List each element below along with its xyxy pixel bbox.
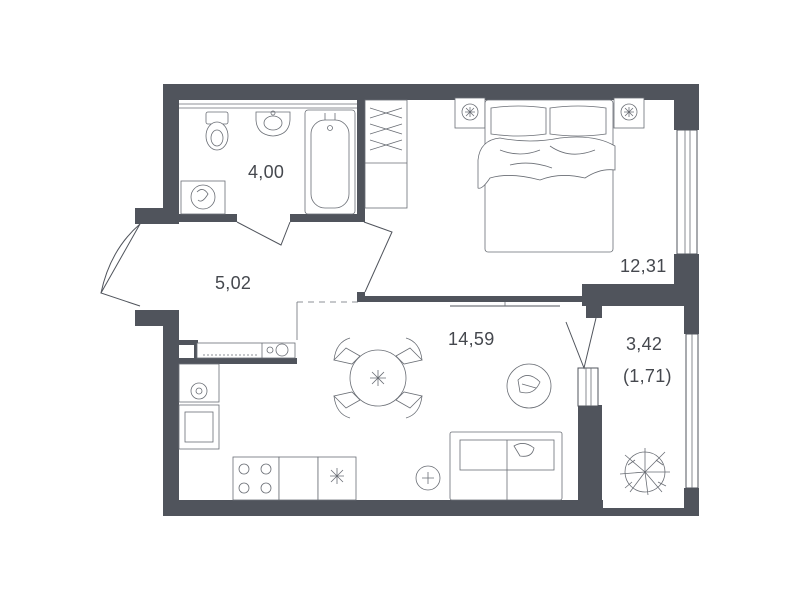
dining-table-icon <box>349 349 407 407</box>
fridge-icon <box>178 363 220 450</box>
stove-icon <box>232 456 357 501</box>
plant-icon <box>619 448 670 496</box>
living-area-label: 14,59 <box>448 329 495 349</box>
balcony-reduced-area-label: (1,71) <box>623 366 672 386</box>
sofa-icon <box>415 431 563 501</box>
sink-icon <box>255 110 291 137</box>
washing-machine-icon <box>180 180 226 215</box>
rug-icon <box>506 363 552 409</box>
bathtub-icon <box>304 109 356 215</box>
chair-icon <box>333 337 423 419</box>
balcony-area-label: 3,42 <box>626 334 663 354</box>
hallway-area-label: 5,02 <box>215 273 252 293</box>
door-icon <box>100 221 597 370</box>
toilet-icon <box>205 111 229 151</box>
nightstand-icon <box>454 97 645 129</box>
tv-icon <box>450 302 560 307</box>
bed-icon <box>477 99 616 253</box>
kitchen-sink-icon <box>196 342 296 359</box>
bedroom-area-label: 12,31 <box>620 256 667 276</box>
bathroom-area-label: 4,00 <box>248 162 285 182</box>
window-icon <box>577 129 699 489</box>
wardrobe-icon <box>364 99 408 209</box>
walls <box>135 84 699 516</box>
